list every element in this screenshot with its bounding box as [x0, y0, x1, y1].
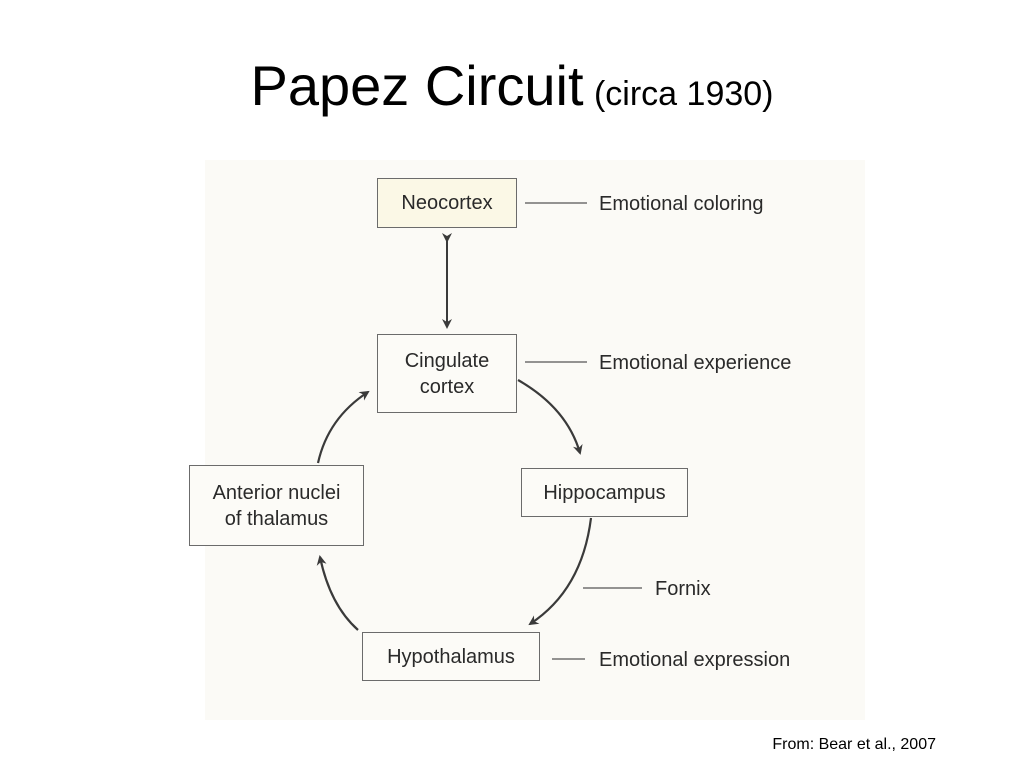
hypothalamus-to-thalamus-arrow [316, 555, 359, 631]
slide-title: Papez Circuit (circa 1930) [0, 58, 1024, 114]
annotation-emotional-experience: Emotional experience [599, 352, 792, 374]
cingulate-to-hippocampus-arrow [517, 379, 583, 455]
figure-background [205, 160, 865, 720]
title-subtitle: (circa 1930) [593, 75, 774, 113]
annotation-emotional-coloring: Emotional coloring [599, 193, 764, 215]
node-cingulate-cortex: Cingulate cortex [377, 334, 517, 413]
node-hippocampus: Hippocampus [521, 468, 688, 517]
annotation-fornix: Fornix [655, 578, 711, 600]
source-credit: From: Bear et al., 2007 [772, 736, 936, 753]
node-neocortex: Neocortex [377, 178, 517, 228]
hippocampus-to-hypothalamus-arrow [528, 517, 593, 626]
annotation-emotional-expression: Emotional expression [599, 649, 791, 671]
thalamus-to-cingulate-arrow [316, 390, 370, 464]
node-hypothalamus: Hypothalamus [362, 632, 540, 681]
title-main: Papez Circuit [250, 54, 584, 117]
node-anterior-thalamus: Anterior nuclei of thalamus [189, 465, 364, 546]
